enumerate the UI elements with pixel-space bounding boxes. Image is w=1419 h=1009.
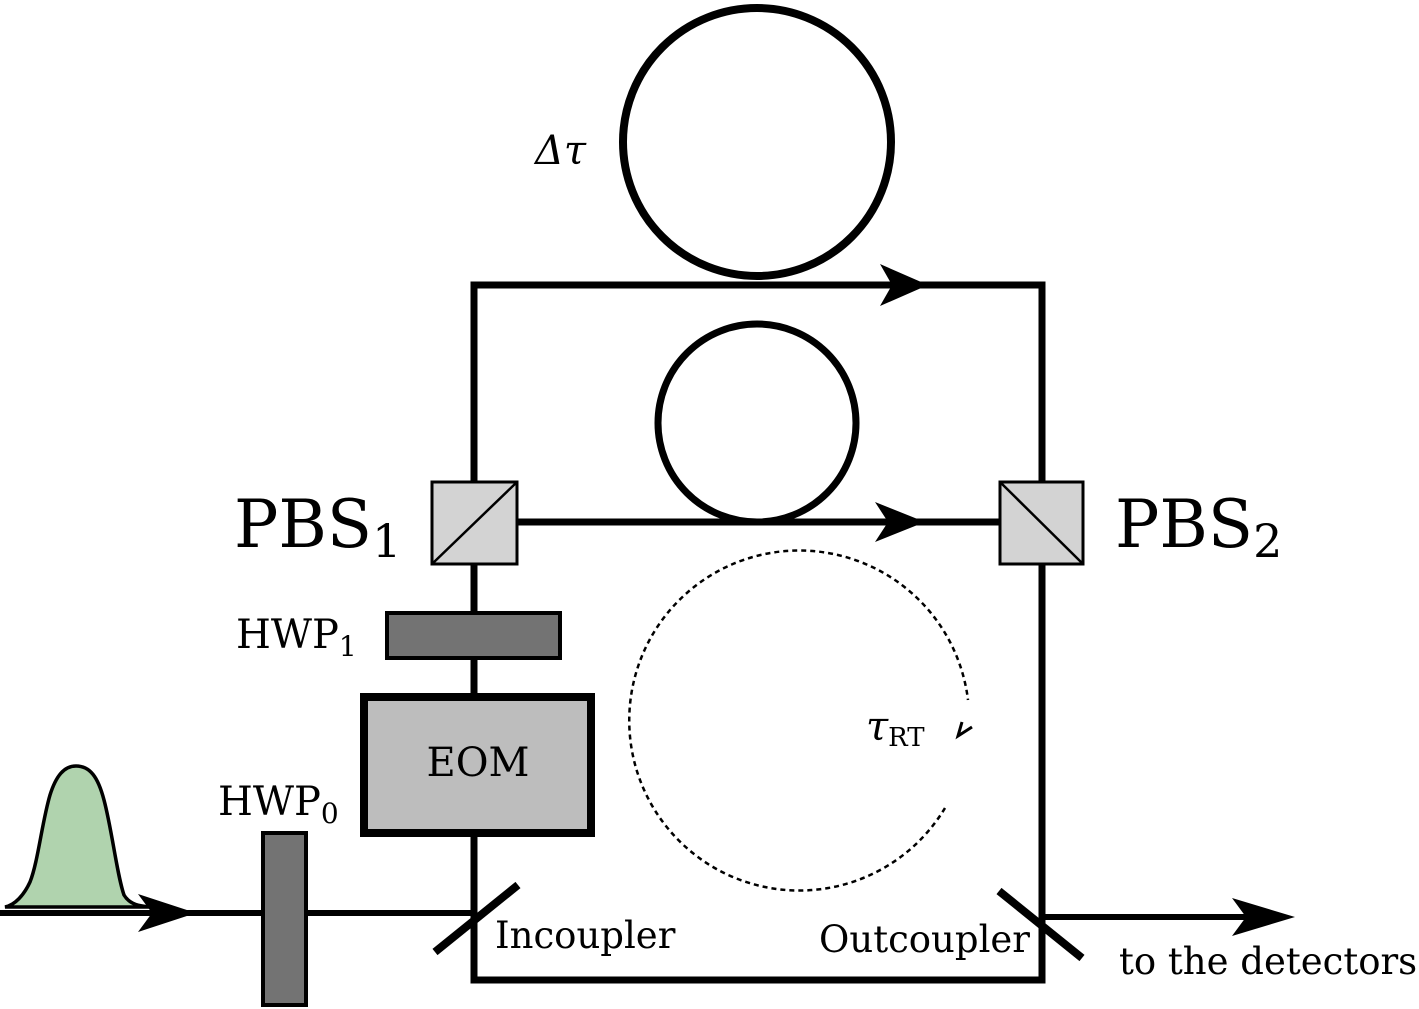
incoupler-label: Incoupler xyxy=(495,914,676,957)
round-trip-dashed-arc xyxy=(628,549,970,892)
incoupler-mirror xyxy=(432,881,521,956)
hwp1-label: HWP1 xyxy=(236,612,357,663)
input-pulse-shape xyxy=(4,764,151,909)
pbs2-cube xyxy=(998,480,1085,566)
round-trip-arrowhead xyxy=(955,721,973,740)
pbs2-label: PBS2 xyxy=(1115,486,1282,568)
hwp0-label: HWP0 xyxy=(218,779,339,830)
outcoupler-mirror xyxy=(996,887,1085,962)
tau-rt-label: τRT xyxy=(866,704,925,753)
outer-loop-arrow xyxy=(880,264,928,306)
outcoupler-label: Outcoupler xyxy=(819,918,1030,961)
detectors-label: to the detectors xyxy=(1119,940,1417,983)
eom-label: EOM xyxy=(427,740,530,786)
short-arm-arrow xyxy=(875,502,925,542)
delay-fiber-coil-large xyxy=(619,4,895,280)
hwp0-plate xyxy=(261,831,308,1007)
fiber-coil-small xyxy=(654,320,860,526)
hwp1-plate xyxy=(385,611,562,660)
pbs1-label: PBS1 xyxy=(234,486,401,568)
input-beam-arrow xyxy=(138,894,196,932)
output-beam-arrow xyxy=(1232,898,1295,936)
eom-box xyxy=(360,693,595,837)
pbs1-cube xyxy=(430,480,519,566)
delta-tau-label: Δτ xyxy=(533,128,587,174)
